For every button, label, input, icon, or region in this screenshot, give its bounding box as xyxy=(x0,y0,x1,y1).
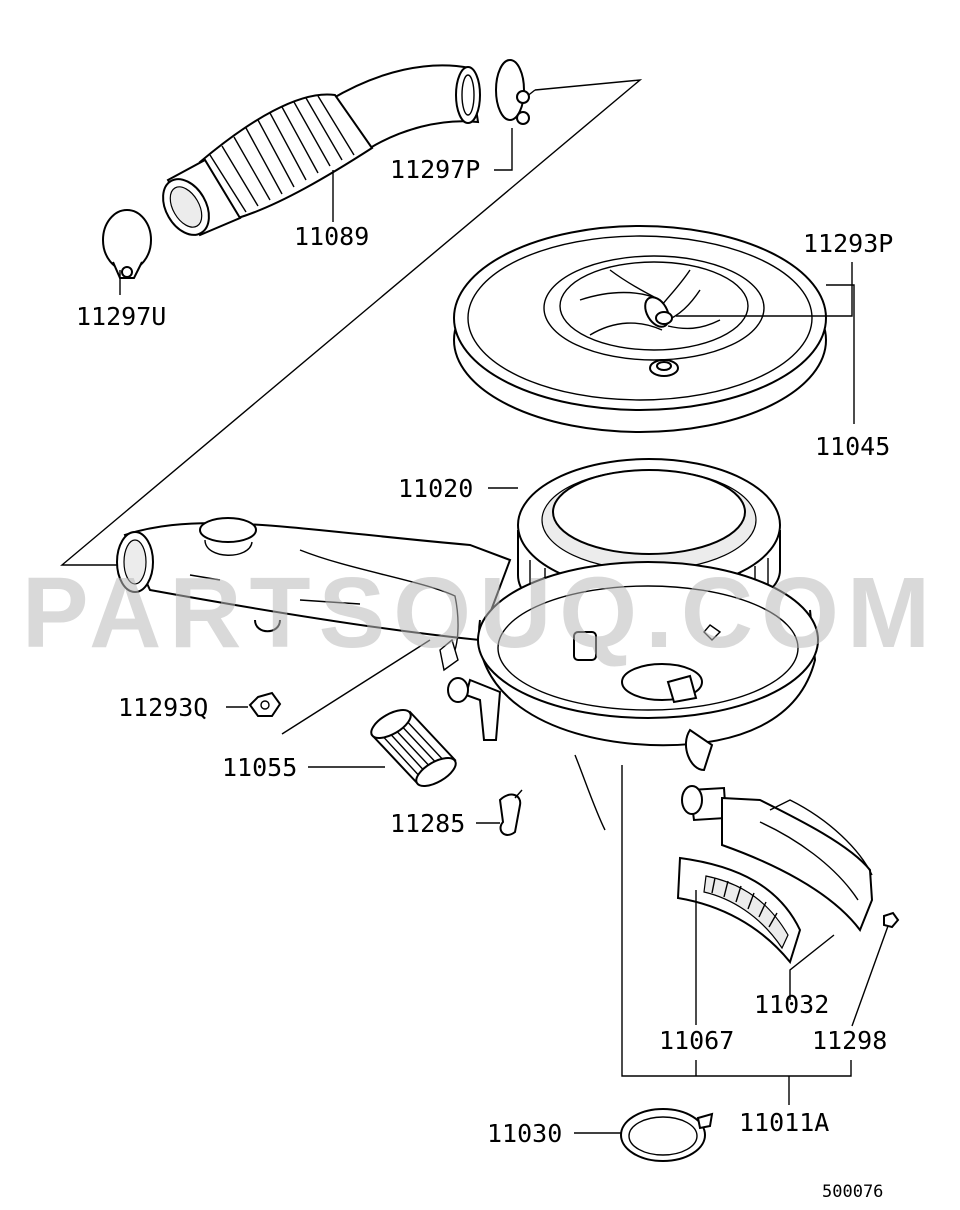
label-11293Q[interactable]: 11293Q xyxy=(118,693,208,722)
air-duct-11032[interactable] xyxy=(681,785,874,933)
wing-nut-11293P[interactable] xyxy=(640,293,673,331)
label-11297P[interactable]: 11297P xyxy=(390,155,480,184)
gasket-11030[interactable] xyxy=(620,1108,714,1162)
part-labels: 11297P 11089 11297U 11293P 11045 11020 1… xyxy=(76,155,893,1148)
label-11045[interactable]: 11045 xyxy=(815,432,890,461)
label-11298[interactable]: 11298 xyxy=(812,1026,887,1055)
diagram-code: 500076 xyxy=(822,1182,883,1202)
label-11011A[interactable]: 11011A xyxy=(739,1108,829,1137)
label-11293P[interactable]: 11293P xyxy=(803,229,893,258)
air-cleaner-cover-11045[interactable] xyxy=(453,225,827,433)
flex-hose-11055[interactable] xyxy=(367,704,460,791)
label-11297U[interactable]: 11297U xyxy=(76,302,166,331)
hose-clip-11285[interactable] xyxy=(498,789,523,836)
label-11285[interactable]: 11285 xyxy=(390,809,465,838)
label-11032[interactable]: 11032 xyxy=(754,990,829,1019)
label-11030[interactable]: 11030 xyxy=(487,1119,562,1148)
label-11020[interactable]: 11020 xyxy=(398,474,473,503)
label-11067[interactable]: 11067 xyxy=(659,1026,734,1055)
hose-clamp-11297P[interactable] xyxy=(495,59,530,125)
air-cleaner-case-11011A[interactable] xyxy=(116,517,819,831)
watermark-text: PARTSOUQ.COM xyxy=(22,557,938,669)
pre-filter-11067[interactable] xyxy=(676,856,802,965)
nut-11293Q[interactable] xyxy=(248,691,282,717)
intake-hose-11089[interactable] xyxy=(154,64,481,243)
screw-11298[interactable] xyxy=(883,911,900,929)
label-11055[interactable]: 11055 xyxy=(222,753,297,782)
hose-clamp-11297U[interactable] xyxy=(102,209,152,279)
label-11089[interactable]: 11089 xyxy=(294,222,369,251)
leader-lines xyxy=(119,128,889,1134)
